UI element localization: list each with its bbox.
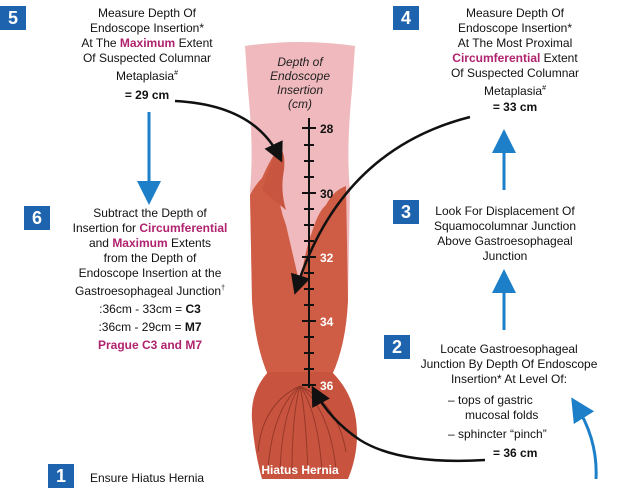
step-3-line2: Squamocolumnar Junction (433, 219, 577, 233)
step-2-bullet1-line1: – tops of gastric (448, 393, 533, 407)
step-4-text: Measure Depth Of Endoscope Insertion* At… (420, 6, 610, 115)
step-4-line3: At The Most Proximal (457, 36, 573, 50)
step-6-calc2: :36cm - 29cm = M7 (98, 320, 202, 334)
scale-title-line3: Insertion (277, 83, 323, 97)
arrow-33cm-to-circumferential (290, 115, 471, 295)
step-2-badge: 2 (384, 335, 410, 359)
tick-label-30: 30 (320, 187, 334, 201)
step-3-text: Look For Displacement Of Squamocolumnar … (420, 204, 590, 264)
step-3-line1: Look For Displacement Of (435, 204, 575, 218)
step-3-badge: 3 (393, 200, 419, 224)
step-6-result: Prague C3 and M7 (97, 338, 203, 352)
step-3-line3: Above Gastroesophageal (437, 234, 573, 248)
step-2-line2: Junction By Depth Of Endoscope (420, 357, 598, 371)
step-2-text: Locate Gastroesophageal Junction By Dept… (412, 342, 606, 387)
step-6-text: Subtract the Depth of Insertion for Circ… (52, 206, 248, 353)
step-2-bullet1-line2: mucosal folds (465, 408, 539, 422)
step-6-badge: 6 (24, 206, 50, 230)
step-6-line3: and Maximum Extents (88, 236, 212, 250)
step-5-line5: Metaplasia# (116, 69, 178, 83)
step-2-bullets: – tops of gastric mucosal folds – sphinc… (448, 393, 578, 461)
scale-title-line1: Depth of (277, 55, 324, 69)
gastric-folds (257, 385, 347, 475)
step-6-line6: Gastroesophageal Junction† (74, 284, 225, 298)
step-5-line2: Endoscope Insertion* (89, 21, 205, 35)
step-2-value: = 36 cm (493, 446, 538, 460)
step-4-line4: Circumferential Extent (452, 51, 578, 65)
tick-label-36: 36 (320, 379, 334, 393)
step-5-line1: Measure Depth Of (97, 6, 197, 20)
step-2-line1: Locate Gastroesophageal (440, 342, 578, 356)
arrow-36cm-to-gej (311, 385, 486, 463)
step-4-line2: Endoscope Insertion* (457, 21, 573, 35)
flow-arrow-1-to-2 (571, 397, 598, 479)
step-4-line6: Metaplasia# (484, 84, 546, 98)
tick-label-28: 28 (320, 122, 334, 136)
step-6-line1: Subtract the Depth of (93, 206, 207, 220)
step-2-bullet2: – sphincter “pinch” (448, 427, 547, 441)
hiatus-hernia-pouch (251, 372, 357, 479)
hiatus-hernia-label: Hiatus Hernia (261, 463, 339, 477)
step-6-line4: from the Depth of (103, 251, 197, 265)
scale-title-line4: (cm) (288, 97, 312, 111)
step-4-value: = 33 cm (492, 100, 538, 114)
step-4-badge: 4 (393, 6, 419, 30)
step-5-text: Measure Depth Of Endoscope Insertion* At… (62, 6, 232, 103)
step-5-value: = 29 cm (124, 88, 170, 102)
columnar-metaplasia-region (250, 152, 348, 375)
step-4-line1: Measure Depth Of (465, 6, 565, 20)
tick-label-32: 32 (320, 251, 334, 265)
step-5-line3: At The Maximum Extent (81, 36, 213, 50)
step-4-line5: Of Suspected Columnar (450, 66, 580, 80)
tick-label-34: 34 (320, 315, 334, 329)
step-5-line4: Of Suspected Columnar (82, 51, 212, 65)
step-2-line3: Insertion* At Level Of: (450, 372, 568, 386)
step-6-calc1: :36cm - 33cm = C3 (99, 302, 201, 316)
step-6-line2: Insertion for Circumferential (72, 221, 228, 235)
step-3-line4: Junction (482, 249, 528, 263)
scale-title-line2: Endoscope (270, 69, 330, 83)
arrow-29cm-to-tongue (174, 99, 283, 163)
step-1-badge: 1 (48, 464, 74, 488)
step-5-badge: 5 (0, 6, 26, 30)
metaplasia-tongue (262, 148, 286, 210)
step-6-line5: Endoscope Insertion at the (78, 266, 222, 280)
